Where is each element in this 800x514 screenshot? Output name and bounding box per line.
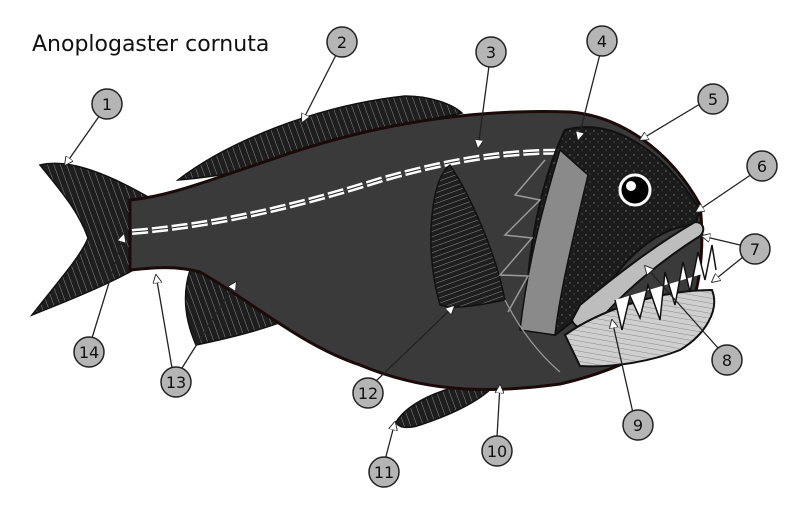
callout-number: 4: [597, 32, 607, 51]
eye-highlight: [626, 181, 636, 191]
callout-13: 13: [160, 366, 192, 398]
callout-number: 14: [79, 343, 99, 362]
belly-line: [504, 299, 561, 373]
callout-circle: [160, 366, 192, 398]
callout-2: 2: [326, 26, 358, 58]
callout-circle: [475, 36, 507, 68]
callout-circle: [368, 456, 400, 488]
callout-number: 5: [708, 90, 718, 109]
callout-7: 7: [739, 233, 771, 265]
callout-circle: [711, 344, 743, 376]
callout-12: 12: [352, 377, 384, 409]
arrow-1: [65, 114, 101, 165]
diagram-title: Anoplogaster cornuta: [32, 32, 270, 57]
arrow-8: [645, 266, 719, 349]
arrow-3: [478, 65, 490, 148]
arrow-9: [612, 320, 634, 414]
lateral-line-outline: [131, 151, 571, 233]
arrow-14: [91, 234, 124, 339]
operculum: [519, 148, 589, 336]
caudal-fin: [29, 162, 151, 317]
arrow-11: [384, 422, 395, 461]
callout-8: 8: [711, 344, 743, 376]
callout-number: 6: [757, 157, 767, 176]
gill-rakers: [498, 159, 546, 313]
callout-circle: [91, 88, 123, 120]
callout-number: 9: [633, 416, 643, 435]
callout-number: 13: [166, 373, 186, 392]
arrow-12: [374, 306, 454, 383]
callout-circle: [481, 435, 513, 467]
callout-3: 3: [475, 36, 507, 68]
callout-9: 9: [622, 409, 654, 441]
callout-number: 7: [750, 240, 760, 259]
callout-1: 1: [91, 88, 123, 120]
arrow-7b: [712, 256, 744, 282]
callout-10: 10: [481, 435, 513, 467]
callout-11: 11: [368, 456, 400, 488]
arrow-4: [578, 53, 601, 140]
callout-number: 10: [487, 442, 507, 461]
callout-5: 5: [697, 83, 729, 115]
callout-circle: [739, 233, 771, 265]
callout-number: 3: [486, 43, 496, 62]
callout-circle: [73, 336, 105, 368]
callout-14: 14: [73, 336, 105, 368]
callout-number: 11: [374, 463, 394, 482]
callout-circle: [352, 377, 384, 409]
fang-teeth: [614, 244, 717, 331]
callout-circle: [622, 409, 654, 441]
arrow-13b: [181, 282, 236, 369]
callout-arrows: [65, 53, 753, 461]
callout-circle: [586, 25, 618, 57]
callout-number: 12: [358, 384, 378, 403]
callout-number: 1: [102, 95, 112, 114]
pectoral-fin: [430, 163, 506, 308]
callout-number: 2: [337, 33, 347, 52]
arrow-13a: [156, 275, 173, 369]
arrow-2: [302, 54, 337, 122]
arrow-5: [640, 103, 701, 140]
arrow-10: [497, 385, 500, 438]
callout-circle: [697, 83, 729, 115]
callout-circle: [746, 150, 778, 182]
callout-4: 4: [586, 25, 618, 57]
arrow-6: [696, 173, 753, 212]
fish-eye: [618, 173, 652, 207]
callout-number: 8: [722, 351, 732, 370]
callout-circle: [326, 26, 358, 58]
callout-6: 6: [746, 150, 778, 182]
arrow-7a: [702, 236, 741, 246]
